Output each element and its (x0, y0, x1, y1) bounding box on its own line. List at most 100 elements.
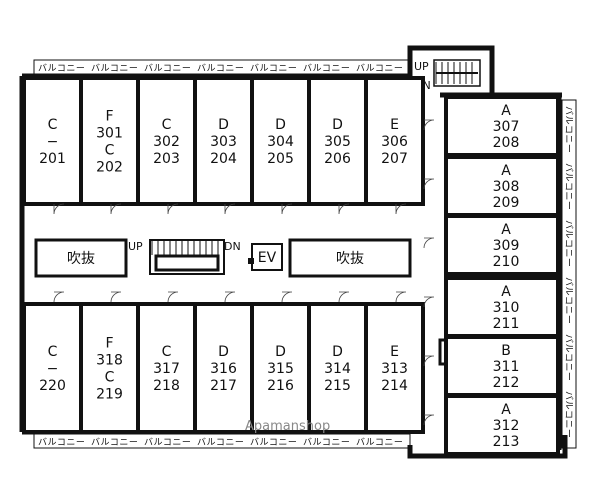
unit-label-line: 311 (493, 359, 520, 375)
unit-label-line: 216 (267, 378, 294, 394)
unit-label-line: A (501, 222, 511, 238)
door-swing (338, 203, 350, 215)
unit-label-line: 202 (96, 160, 123, 176)
unit-label-line: − (47, 134, 59, 150)
unit-label-line: 219 (96, 387, 123, 403)
door-swing (423, 296, 435, 308)
bottom-balcony-label: バルコニー (197, 437, 244, 448)
unit-label-line: F (105, 109, 113, 125)
atrium-right-label: 吹抜 (336, 251, 364, 267)
unit-label-line: C (105, 143, 115, 159)
unit-label-line: A (501, 103, 511, 119)
unit-label-line: 220 (39, 378, 66, 394)
door-swing (53, 291, 65, 303)
door-swing (395, 203, 407, 215)
bottom-balcony-label: バルコニー (303, 437, 350, 448)
top-unit: C−201 (22, 76, 83, 206)
unit-label-line: C (162, 344, 172, 360)
door-swing (423, 414, 435, 426)
door-swing (110, 203, 122, 215)
door-swing (281, 291, 293, 303)
unit-label-line: D (275, 117, 286, 133)
right-balcony-label: バルコニー (563, 220, 574, 267)
door-swing (281, 203, 293, 215)
door-swing (110, 291, 122, 303)
bottom-balcony: バルコニーバルコニーバルコニーバルコニーバルコニーバルコニーバルコニー (33, 433, 411, 449)
unit-label-line: 315 (267, 361, 294, 377)
unit-label-line: − (47, 361, 59, 377)
unit-label-line: 313 (381, 361, 408, 377)
unit-label-line: 210 (493, 254, 520, 270)
atrium-left-label: 吹抜 (67, 251, 95, 267)
top-balcony-label: バルコニー (250, 63, 297, 74)
door-swing (224, 203, 236, 215)
door-swing (53, 203, 65, 215)
unit-label-line: 314 (324, 361, 351, 377)
unit-label-line: A (501, 284, 511, 300)
unit-label-line: 310 (493, 300, 520, 316)
unit-label-line: A (501, 163, 511, 179)
unit-label-line: 309 (493, 238, 520, 254)
watermark: Apamanshop (245, 419, 330, 434)
unit-label-line: 312 (493, 418, 520, 434)
right-balcony-label: バルコニー (563, 277, 574, 324)
unit-label-line: D (332, 344, 343, 360)
unit-label-line: 217 (210, 378, 237, 394)
unit-label-line: 215 (324, 378, 351, 394)
unit-label-line: 213 (493, 434, 520, 450)
unit-label-line: D (332, 117, 343, 133)
unit-label-line: D (218, 344, 229, 360)
stair-mid-up-label: UP (128, 240, 143, 253)
top-balcony-label: バルコニー (38, 63, 85, 74)
unit-label-line: 316 (210, 361, 237, 377)
stair-up-label: UP (414, 60, 429, 73)
unit-label-line: 205 (267, 151, 294, 167)
unit-label-line: C (105, 370, 115, 386)
unit-label-line: C (48, 344, 58, 360)
unit-label-line: 212 (493, 375, 520, 391)
unit-label-line: 304 (267, 134, 294, 150)
unit-label-line: E (390, 344, 399, 360)
right-balcony-label: バルコニー (563, 391, 574, 438)
doors (53, 119, 435, 426)
bottom-balcony-label: バルコニー (91, 437, 138, 448)
right-units: A307208A308209A309210A310211B311212A3122… (444, 95, 560, 456)
top-balcony: バルコニーバルコニーバルコニーバルコニーバルコニーバルコニーバルコニー (33, 59, 411, 75)
bottom-unit: C−220 (22, 302, 83, 434)
unit-label-line: E (390, 117, 399, 133)
unit-label-line: C (48, 117, 58, 133)
right-balcony-label: バルコニー (563, 163, 574, 210)
door-swing (338, 291, 350, 303)
top-balcony-label: バルコニー (303, 63, 350, 74)
unit-label-line: 209 (493, 195, 520, 211)
unit-label-line: 218 (153, 378, 180, 394)
unit-label-line: 303 (210, 134, 237, 150)
bottom-balcony-label: バルコニー (144, 437, 191, 448)
bottom-balcony-label: バルコニー (250, 437, 297, 448)
unit-label-line: 302 (153, 134, 180, 150)
bottom-balcony-label: バルコニー (38, 437, 85, 448)
unit-label-line: F (105, 336, 113, 352)
unit-label-line: A (501, 402, 511, 418)
unit-label-line: 307 (493, 119, 520, 135)
top-balcony-label: バルコニー (91, 63, 138, 74)
unit-label-line: 211 (493, 316, 520, 332)
unit-label-line: 306 (381, 134, 408, 150)
door-swing (167, 291, 179, 303)
